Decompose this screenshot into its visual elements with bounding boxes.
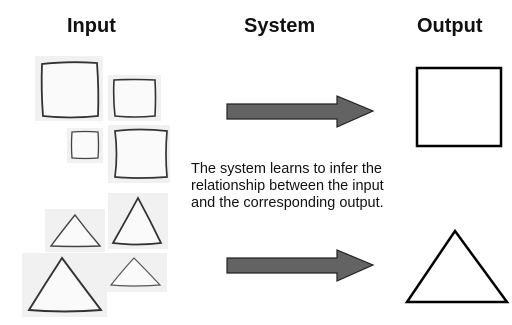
caption-line: The system learns to infer the — [191, 161, 382, 177]
caption-line: and the corresponding output. — [191, 195, 384, 211]
input-triangle-small — [45, 209, 105, 252]
input-triangle-medium — [108, 193, 168, 249]
input-square-medium — [108, 125, 170, 183]
input-column-title: Input — [67, 15, 116, 37]
input-triangles — [22, 193, 168, 317]
triangle-icon — [404, 228, 510, 304]
system-caption: The system learns to infer the relations… — [191, 161, 421, 212]
input-square-tiny — [67, 128, 103, 163]
arrow-icon-bottom — [226, 249, 375, 282]
input-triangle-thin — [104, 253, 167, 292]
input-triangle-large — [22, 253, 107, 317]
output-column-title: Output — [417, 15, 483, 37]
caption-line: relationship between the input — [191, 178, 384, 194]
input-square-large — [35, 56, 103, 121]
square-icon — [415, 66, 503, 148]
input-square-small-top — [108, 75, 161, 121]
arrow-icon-top — [226, 95, 375, 128]
input-squares — [35, 56, 170, 183]
system-column-title: System — [244, 15, 316, 37]
